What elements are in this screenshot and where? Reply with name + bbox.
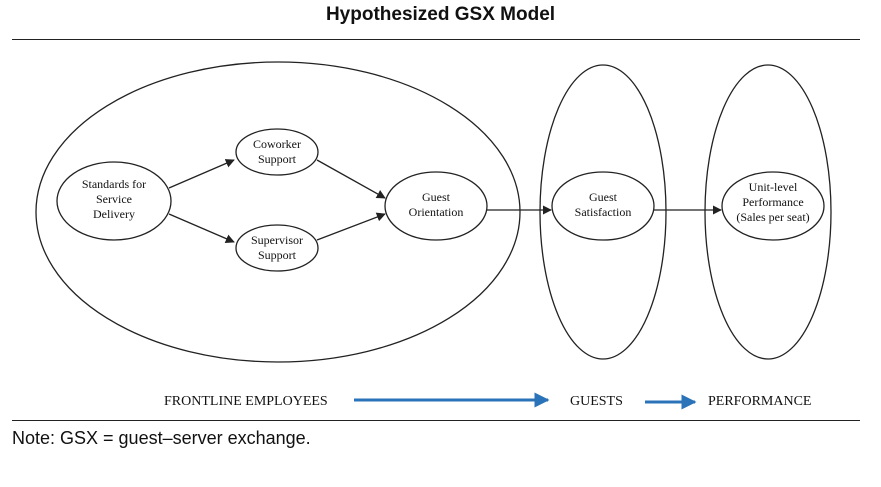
diagram-title: Hypothesized GSX Model xyxy=(325,4,556,25)
performance-ellipse xyxy=(721,171,825,241)
standards-label-line-2: Service xyxy=(96,192,132,206)
node-guest-orientation: Guest Orientation xyxy=(384,171,488,241)
figure-note: Note: GSX = guest–server exchange. xyxy=(12,428,311,448)
standards-label-line-1: Standards for xyxy=(82,177,146,191)
supervisor-label-line-2: Support xyxy=(258,248,297,262)
node-unit-level-performance: Unit-level Performance (Sales per seat) xyxy=(721,171,825,241)
stage-label-performance: PERFORMANCE xyxy=(708,394,811,409)
guests-group-ellipse xyxy=(539,64,667,360)
orientation-ellipse xyxy=(384,171,488,241)
node-coworker-support: Coworker Support xyxy=(235,128,319,176)
node-guest-satisfaction: Guest Satisfaction xyxy=(551,171,655,241)
supervisor-label-line-1: Supervisor xyxy=(251,233,303,247)
bottom-rule xyxy=(12,420,860,421)
coworker-label-line-2: Support xyxy=(258,152,297,166)
performance-label-line-3: (Sales per seat) xyxy=(736,210,809,224)
performance-label-line-2: Performance xyxy=(742,195,803,209)
stage-label-frontline-employees: FRONTLINE EMPLOYEES xyxy=(164,394,328,409)
supervisor-ellipse xyxy=(235,224,319,272)
standards-label-line-3: Delivery xyxy=(93,207,135,221)
performance-label-line-1: Unit-level xyxy=(749,180,798,194)
coworker-label-line-1: Coworker xyxy=(253,137,301,151)
top-rule xyxy=(12,39,860,40)
orientation-label-line-1: Guest xyxy=(422,190,451,204)
satisfaction-ellipse xyxy=(551,171,655,241)
standards-ellipse xyxy=(56,161,172,241)
coworker-ellipse xyxy=(235,128,319,176)
performance-group-ellipse xyxy=(704,64,832,360)
node-supervisor-support: Supervisor Support xyxy=(235,224,319,272)
frontline-group-ellipse xyxy=(35,61,521,363)
arrow-standards-to-supervisor xyxy=(168,213,235,243)
node-standards-for-service-delivery: Standards for Service Delivery xyxy=(56,161,172,241)
orientation-label-line-2: Orientation xyxy=(409,205,464,219)
satisfaction-label-line-2: Satisfaction xyxy=(575,205,632,219)
arrow-supervisor-to-orientation xyxy=(316,212,386,241)
satisfaction-label-line-1: Guest xyxy=(589,190,618,204)
stage-label-guests: GUESTS xyxy=(570,394,623,409)
arrow-standards-to-coworker xyxy=(168,159,235,189)
arrow-coworker-to-orientation xyxy=(316,159,386,199)
